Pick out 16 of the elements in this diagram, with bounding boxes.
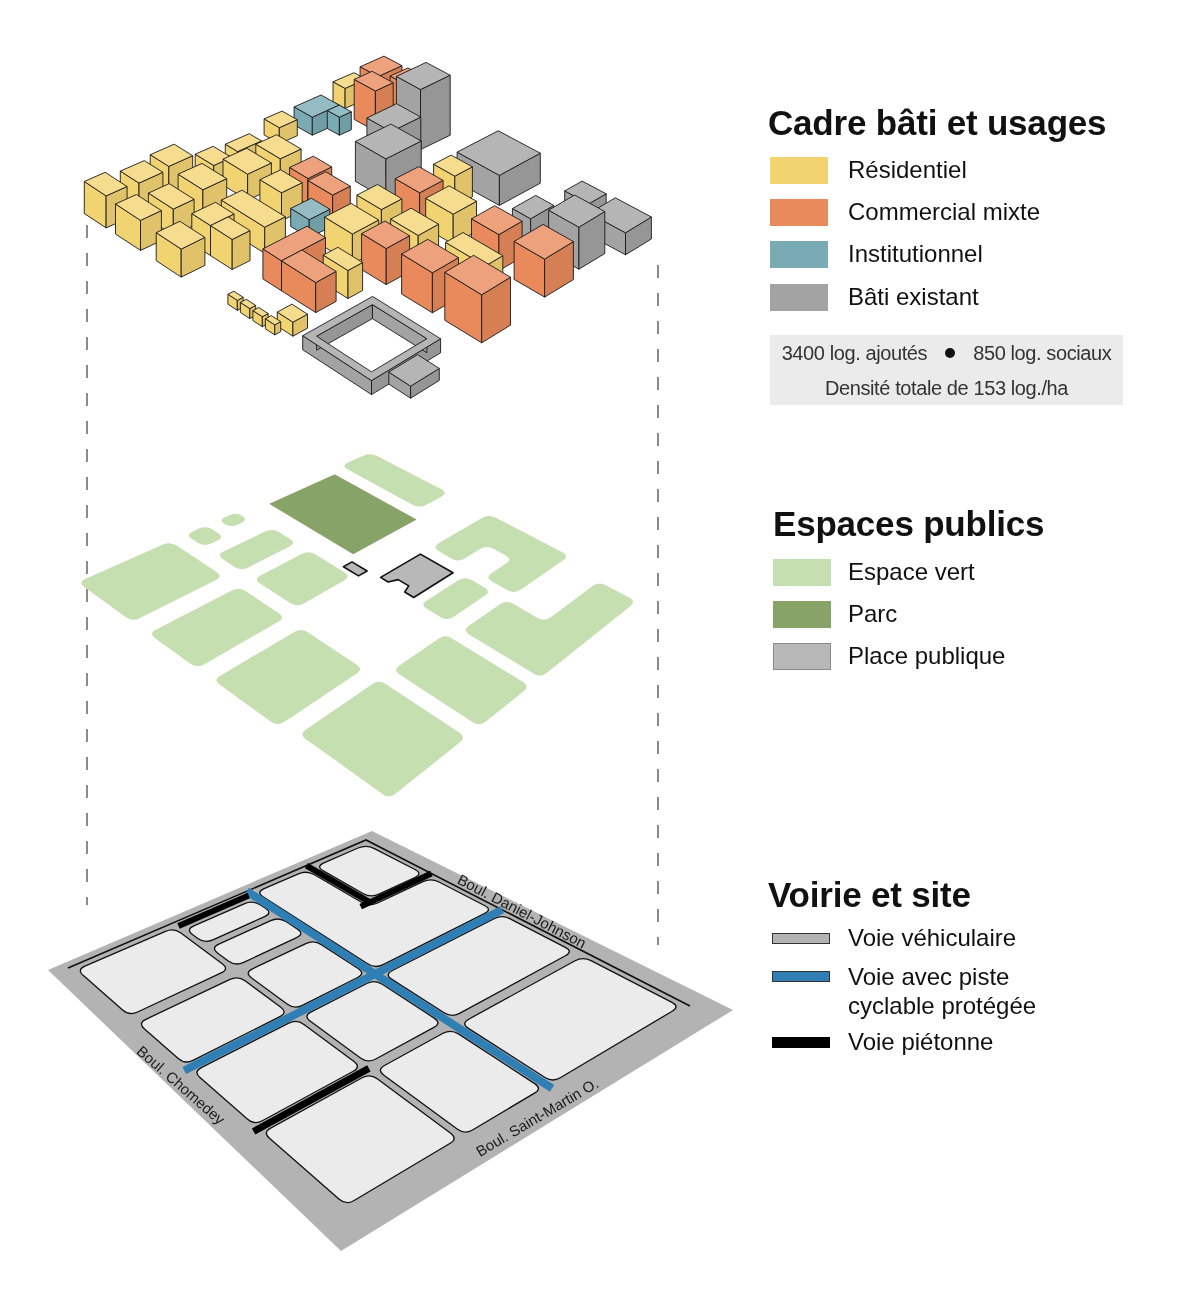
legend-label: Voie piétonne xyxy=(848,1028,994,1056)
stat-text: 850 log. sociaux xyxy=(973,341,1112,365)
stat-text: Densité totale de 153 log./ha xyxy=(825,376,1068,400)
legend-label: Parc xyxy=(848,600,898,628)
legend-label: Résidentiel xyxy=(848,156,967,184)
legend-heading: Voirie et site xyxy=(768,875,971,915)
legend-label: Espace vert xyxy=(848,558,975,586)
legend-label: Bâti existant xyxy=(848,283,979,311)
legend-heading: Cadre bâti et usages xyxy=(768,103,1107,143)
stat-text: 3400 log. ajoutés xyxy=(781,341,928,365)
legend-label: Institutionnel xyxy=(848,240,983,268)
legend-label: Place publique xyxy=(848,642,1006,670)
legend-label: Voie véhiculaire xyxy=(848,924,1017,952)
legend-heading: Espaces publics xyxy=(773,504,1045,544)
legend-label: Voie avec piste cyclable protégée xyxy=(848,961,1038,1020)
legend-label: Commercial mixte xyxy=(848,198,1041,226)
